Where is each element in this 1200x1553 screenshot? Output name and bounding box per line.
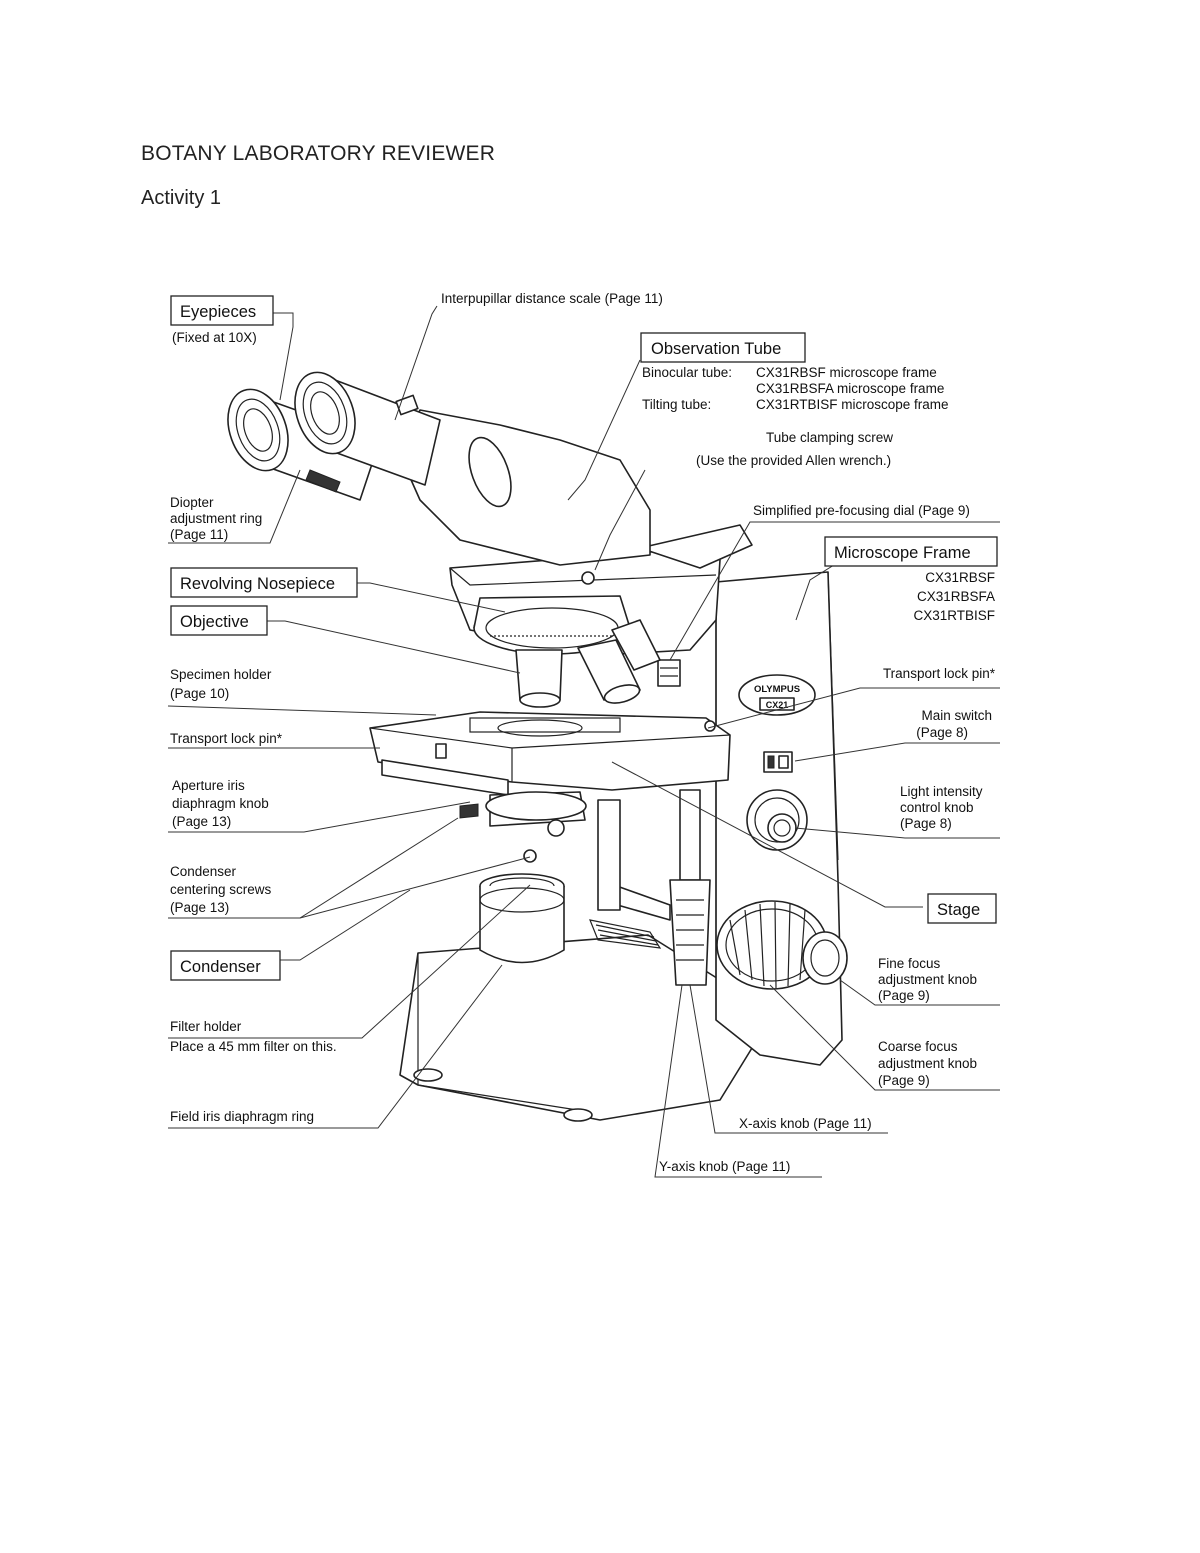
label-fine-1: Fine focus [878,956,941,971]
label-specimen-holder-2: (Page 10) [170,686,229,701]
label-main-switch-2: (Page 8) [916,725,968,740]
eyepiece-left [227,388,381,501]
label-frame-model-1: CX31RBSF [925,570,995,585]
observation-tube [399,409,651,566]
model-text: CX21 [766,700,789,710]
label-centering-3: (Page 13) [170,900,229,915]
label-coarse-1: Coarse focus [878,1039,958,1054]
label-light-3: (Page 8) [900,816,952,831]
label-stage: Stage [937,901,980,919]
label-fine-2: adjustment knob [878,972,977,987]
label-diopter-3: (Page 11) [170,527,228,542]
label-revolving-nosepiece: Revolving Nosepiece [180,575,335,593]
label-aperture-1: Aperture iris [172,778,245,793]
label-transport-lock-right: Transport lock pin* [883,666,996,681]
label-light-1: Light intensity [900,784,983,799]
label-binocular-tube: Binocular tube: [642,365,732,380]
document-subtitle: Activity 1 [141,187,222,209]
boxed-labels: Eyepieces Observation Tube Microscope Fr… [170,295,998,981]
label-prefocus: Simplified pre-focusing dial (Page 9) [753,503,970,518]
label-specimen-holder-1: Specimen holder [170,667,272,682]
label-frame-model-2: CX31RBSFA [917,589,995,604]
plain-labels: (Fixed at 10X) Interpupillar distance sc… [170,291,996,1174]
brand-text: OLYMPUS [754,684,800,695]
label-centering-1: Condenser [170,864,237,879]
objectives [515,619,661,708]
microscope-illustration: OLYMPUS CX21 [227,371,848,1122]
label-transport-lock-left: Transport lock pin* [170,731,283,746]
label-tube-clamping-2: (Use the provided Allen wrench.) [696,453,891,468]
label-observation-tube: Observation Tube [651,340,781,358]
label-fine-3: (Page 9) [878,988,930,1003]
label-coarse-2: adjustment knob [878,1056,977,1071]
label-objective: Objective [180,613,249,631]
label-aperture-2: diaphragm knob [172,796,269,811]
light-intensity-knob[interactable] [767,813,797,843]
label-tilting-tube: Tilting tube: [642,397,711,412]
document-title: BOTANY LABORATORY REVIEWER [141,142,496,165]
label-eyepieces-note: (Fixed at 10X) [172,330,257,345]
label-binocular-frame-1: CX31RBSF microscope frame [756,365,937,380]
label-diopter-2: adjustment ring [170,511,262,526]
label-frame-model-3: CX31RTBISF [913,608,995,623]
label-coarse-3: (Page 9) [878,1073,930,1088]
label-x-axis: X-axis knob (Page 11) [739,1116,872,1131]
label-interpupillar: Interpupillar distance scale (Page 11) [441,291,663,306]
label-eyepieces: Eyepieces [180,303,256,321]
label-centering-2: centering screws [170,882,272,897]
label-y-axis: Y-axis knob (Page 11) [659,1159,790,1174]
eyepiece-right [294,371,441,486]
prefocus-dial[interactable] [657,659,681,687]
label-microscope-frame: Microscope Frame [834,544,971,562]
label-tilting-frame: CX31RTBISF microscope frame [756,397,949,412]
label-tube-clamping-1: Tube clamping screw [766,430,893,445]
label-diopter-1: Diopter [170,495,214,510]
leader-lines [167,305,1000,1178]
label-filter-2: Place a 45 mm filter on this. [170,1039,337,1054]
fine-focus-knob[interactable] [802,931,848,985]
label-filter-1: Filter holder [170,1019,242,1034]
label-binocular-frame-2: CX31RBSFA microscope frame [756,381,944,396]
label-main-switch-1: Main switch [921,708,992,723]
label-aperture-3: (Page 13) [172,814,231,829]
label-light-2: control knob [900,800,974,815]
label-condenser: Condenser [180,958,261,976]
label-field-iris: Field iris diaphragm ring [170,1109,314,1124]
